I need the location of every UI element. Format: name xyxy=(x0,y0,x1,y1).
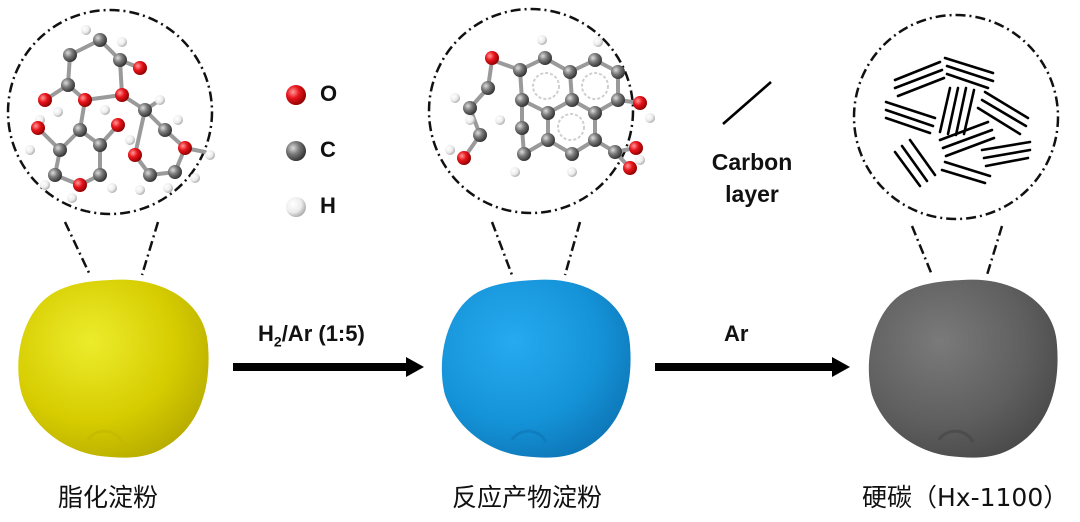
zoom-circle-1 xyxy=(6,8,214,216)
legend-carbon-label: C xyxy=(320,137,336,162)
molecule-esterified-starch xyxy=(25,25,215,203)
zoom-circle-2 xyxy=(427,7,635,215)
legend-oxygen-label: O xyxy=(320,81,338,106)
carbon-layer-legend-line xyxy=(722,81,772,125)
carbon-layer-label-line1: Carbon xyxy=(711,149,793,175)
legend-oxygen-atom xyxy=(286,85,306,105)
stage-1-label: 脂化淀粉 xyxy=(58,483,159,512)
atom-legend xyxy=(286,85,306,217)
zoom-line-right-2 xyxy=(563,221,582,276)
arrow-1-label: H2/Ar (1:5) xyxy=(258,321,365,349)
zoom-line-left-2 xyxy=(490,221,514,276)
zoom-line-left-1 xyxy=(63,221,92,276)
zoom-line-right-1 xyxy=(140,221,160,276)
legend-hydrogen-label: H xyxy=(320,193,336,218)
arrow-1-label-rest: /Ar (1:5) xyxy=(281,321,365,346)
zoom-line-left-3 xyxy=(910,225,934,276)
arrow-1-label-h: H xyxy=(258,321,274,346)
stage-1-group xyxy=(6,8,215,458)
arrow-2-head xyxy=(832,357,850,377)
stage-2-group xyxy=(427,7,655,458)
blob-hard-carbon xyxy=(868,279,1058,458)
blob-reaction-product xyxy=(441,279,631,458)
stage-2-label: 反应产物淀粉 xyxy=(452,483,603,512)
stage-3-label: 硬碳（Hx-1100） xyxy=(862,483,1069,512)
arrow-1-label-sub: 2 xyxy=(273,333,282,350)
arrow-1-head xyxy=(406,357,424,377)
zoom-circle-3 xyxy=(852,13,1060,221)
molecule-reaction-product xyxy=(445,35,655,177)
carbon-layer-label: Carbon layer xyxy=(697,146,807,210)
blob-esterified-starch xyxy=(18,279,209,458)
carbon-layers-cluster xyxy=(884,56,1032,188)
arrow-2-label: Ar xyxy=(724,321,749,346)
legend-hydrogen-atom xyxy=(286,197,306,217)
legend-carbon-atom xyxy=(286,141,306,161)
carbon-layer-label-line2: layer xyxy=(725,181,779,207)
zoom-line-right-3 xyxy=(985,225,1004,276)
stage-3-group xyxy=(852,13,1060,458)
